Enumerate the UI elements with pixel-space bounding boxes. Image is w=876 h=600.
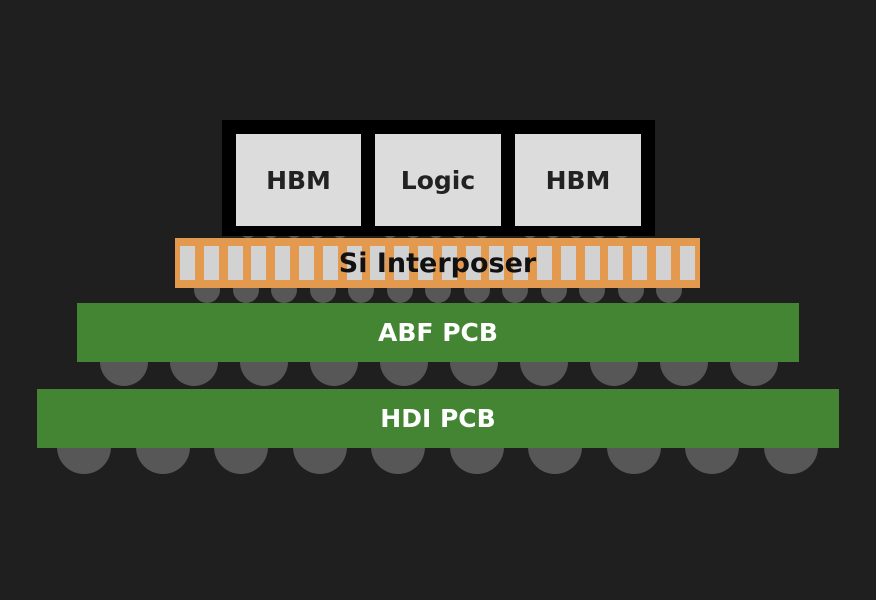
die-label: HBM: [266, 165, 331, 195]
interposer-via: [251, 246, 267, 280]
interposer-via: [299, 246, 314, 280]
interposer-via: [394, 246, 410, 280]
hdi-pcb-layer: HDI PCB: [37, 389, 839, 448]
interposer-via: [513, 246, 529, 280]
interposer-via: [418, 246, 433, 280]
hbm-die-left: HBM: [236, 134, 361, 226]
die-label: Logic: [400, 165, 476, 195]
si-interposer-layer: Si Interposer: [175, 238, 700, 288]
interposer-via: [322, 246, 338, 280]
hbm-die-right: HBM: [515, 134, 641, 226]
interposer-via: [370, 246, 386, 280]
interposer-via: [632, 246, 648, 280]
interposer-via: [537, 246, 552, 280]
interposer-via: [679, 246, 695, 280]
interposer-via: [608, 246, 624, 280]
die-label: HBM: [545, 165, 611, 195]
interposer-via: [180, 246, 195, 280]
abf-pcb-layer: ABF PCB: [77, 303, 799, 362]
interposer-via: [203, 246, 219, 280]
interposer-via: [656, 246, 671, 280]
interposer-via: [560, 246, 576, 280]
interposer-via: [346, 246, 362, 280]
si-interposer-label: Si Interposer: [338, 247, 537, 279]
interposer-via: [441, 246, 457, 280]
abf-pcb-label: ABF PCB: [378, 318, 498, 347]
interposer-via: [465, 246, 481, 280]
hdi-pcb-label: HDI PCB: [380, 404, 496, 433]
interposer-via: [584, 246, 600, 280]
interposer-via: [275, 246, 291, 280]
interposer-via: [489, 246, 505, 280]
interposer-via: [227, 246, 243, 280]
logic-die: Logic: [375, 134, 501, 226]
